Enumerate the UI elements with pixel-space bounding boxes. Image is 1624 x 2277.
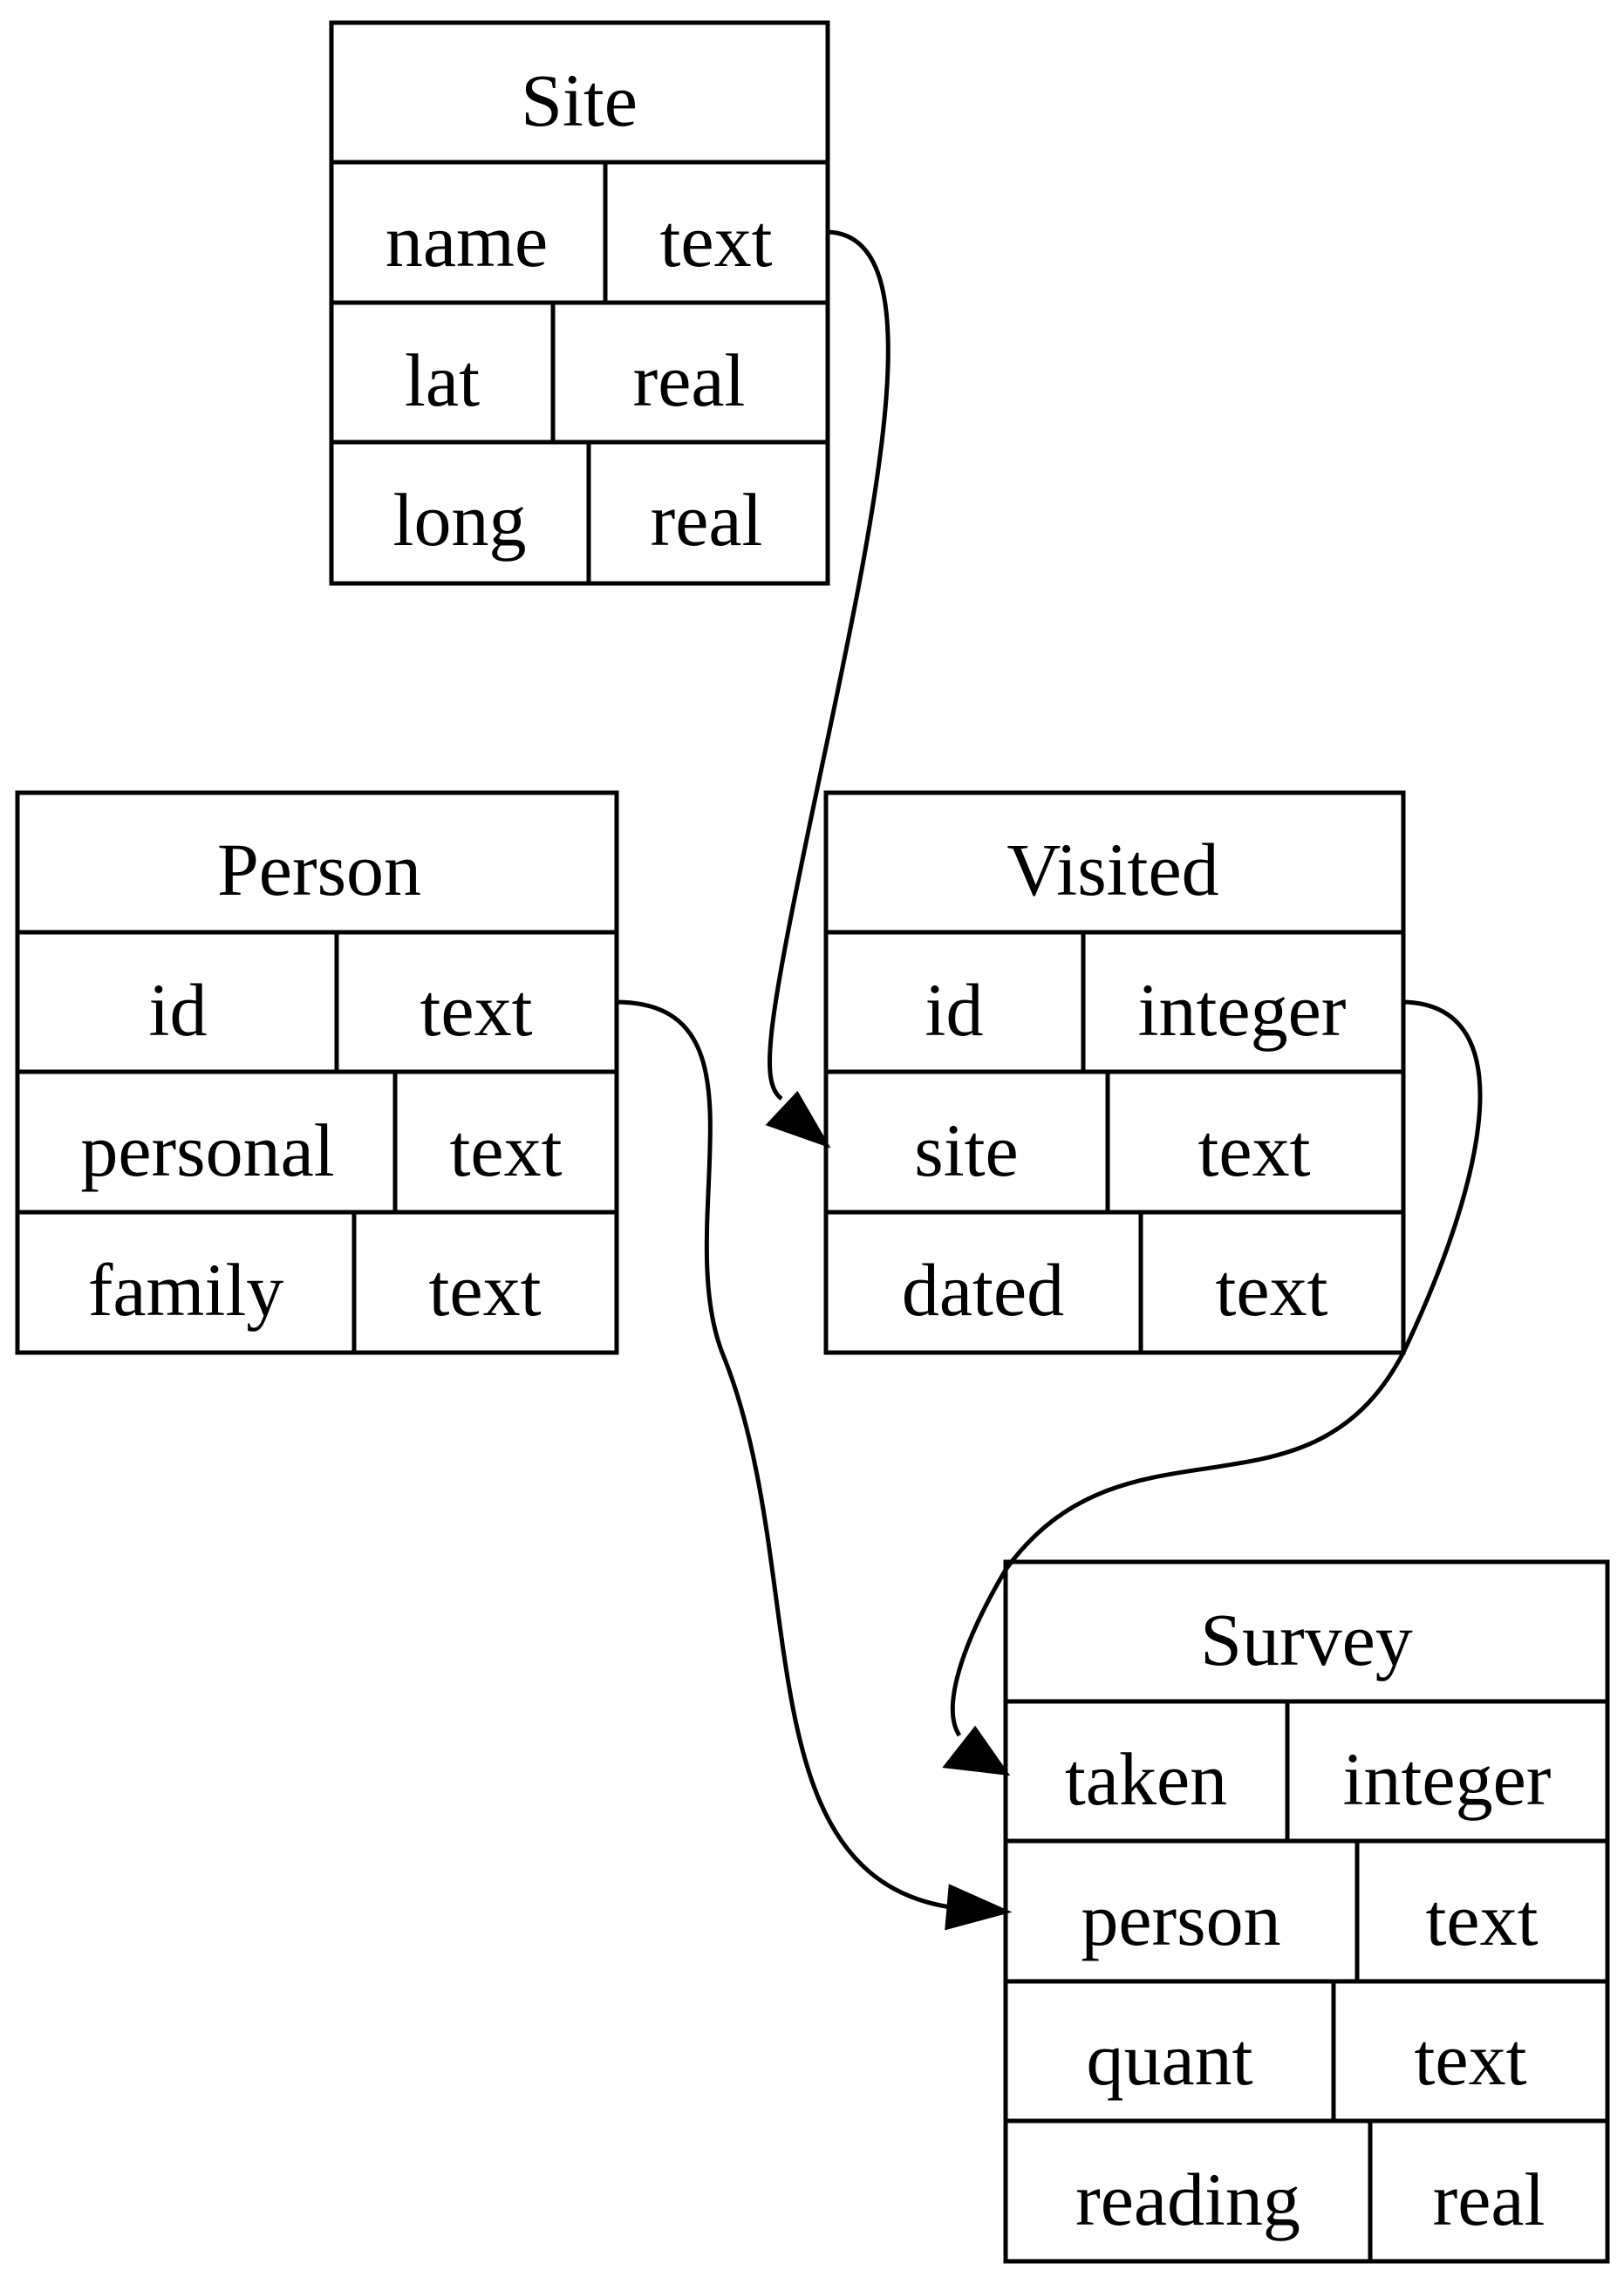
field-type: text [429, 1248, 542, 1332]
field-type: text [420, 968, 533, 1052]
field-name: lat [405, 338, 480, 422]
connector-line [616, 999, 952, 1910]
table-survey: Survey taken integer person text quant t… [1003, 1559, 1610, 2264]
field-type: text [1216, 1248, 1328, 1332]
field-name: personal [80, 1108, 334, 1192]
table-title: Site [521, 58, 638, 142]
field-type: text [1415, 2017, 1527, 2101]
table-site: Site name text lat real long real [329, 20, 830, 586]
field-type: text [450, 1108, 563, 1192]
field-type: text [1198, 1108, 1311, 1192]
table-title: Visited [1006, 828, 1218, 911]
table-visited: Visited id integer site text dated text [823, 790, 1406, 1355]
field-name: quant [1086, 2017, 1252, 2101]
arrowhead-icon [765, 1090, 831, 1149]
table-title: Survey [1200, 1598, 1413, 1681]
connector-line [768, 229, 890, 1101]
field-name: id [925, 968, 984, 1052]
table-person: Person id text personal text family text [15, 790, 619, 1355]
field-name: reading [1075, 2158, 1300, 2241]
field-type: real [1433, 2158, 1546, 2241]
field-name: id [149, 968, 208, 1052]
field-type: real [651, 478, 763, 562]
field-name: site [914, 1108, 1018, 1192]
field-name: family [88, 1248, 284, 1332]
field-type: integer [1138, 968, 1347, 1052]
field-name: dated [902, 1248, 1064, 1332]
field-type: text [1426, 1878, 1539, 1961]
field-type: integer [1343, 1737, 1552, 1821]
table-title: Person [217, 828, 421, 911]
relationship-site-to-visited [765, 229, 890, 1149]
relationship-visited-to-survey [942, 999, 1483, 1776]
connector-line [950, 999, 1483, 1737]
arrowhead-icon [942, 1725, 1011, 1776]
field-type: real [633, 338, 746, 422]
field-name: person [1081, 1878, 1280, 1961]
arrowhead-icon [945, 1884, 1013, 1931]
relationship-person-to-survey [616, 999, 1013, 1931]
field-type: text [660, 199, 773, 283]
field-name: name [386, 199, 548, 283]
field-name: long [393, 478, 527, 562]
field-name: taken [1065, 1737, 1227, 1821]
